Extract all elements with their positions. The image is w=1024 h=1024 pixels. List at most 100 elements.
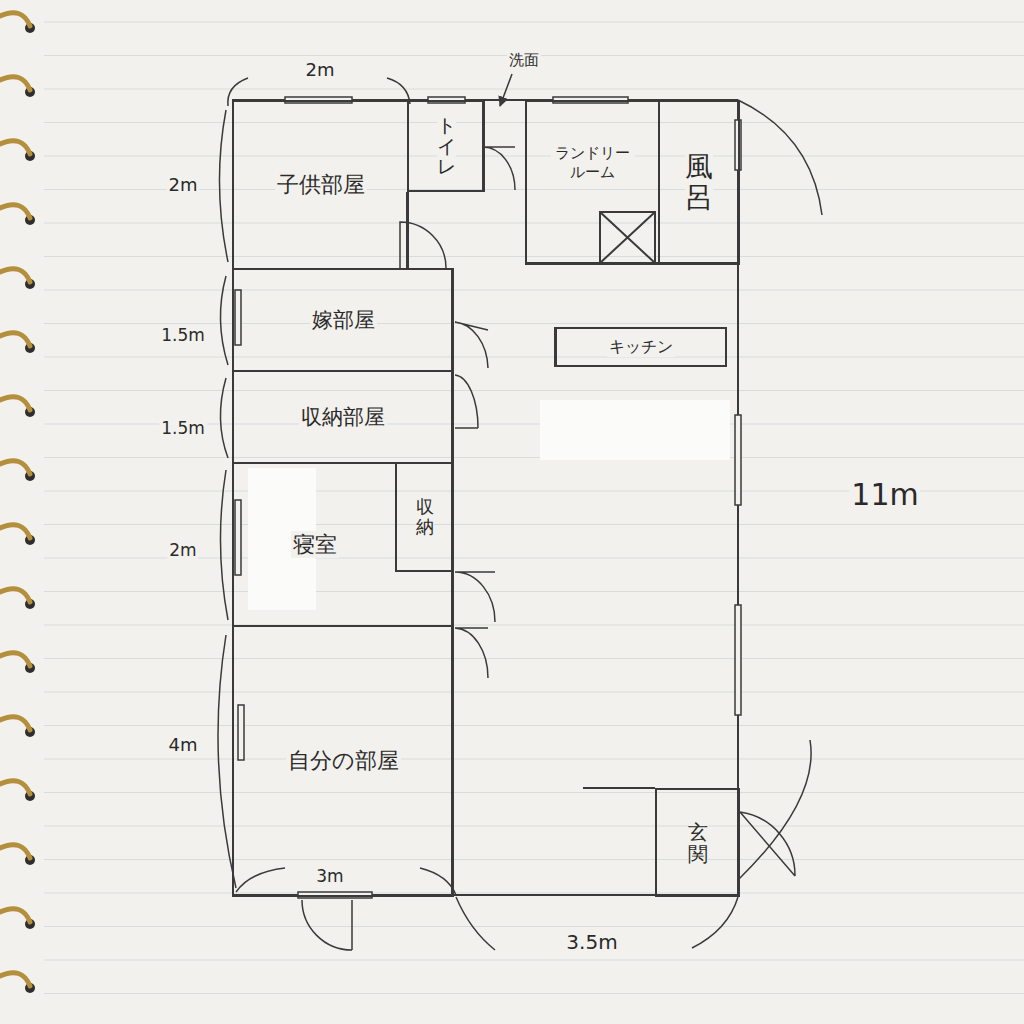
door-swing	[236, 868, 285, 892]
binding-ring	[0, 269, 30, 282]
room-box: キッチン	[555, 327, 727, 367]
binding-ring	[0, 141, 30, 154]
ruled-line	[44, 658, 1024, 659]
room-box: 収納部屋	[232, 370, 454, 464]
room-name: ランドリールーム	[551, 144, 635, 182]
binding-ring	[0, 909, 30, 922]
room-name: 収納部屋	[299, 404, 387, 430]
door-swing	[692, 897, 738, 948]
door-swing	[220, 276, 228, 365]
room-box: ランドリールーム	[525, 100, 660, 265]
ruled-line	[44, 156, 1024, 157]
room-box: 寝室 収納	[232, 462, 454, 627]
window	[735, 120, 741, 170]
door-swing	[483, 147, 515, 190]
ruled-line	[44, 725, 1024, 726]
door-swing	[220, 378, 228, 458]
dimension-label: 4m	[167, 734, 200, 756]
door-swing	[220, 470, 228, 620]
door-swing	[455, 322, 488, 368]
vertical-room-name: 玄関	[688, 819, 708, 867]
room-box: 自分の部屋	[232, 625, 454, 897]
room-name: キッチン	[607, 337, 675, 357]
door-swing	[219, 110, 228, 262]
binding-ring	[0, 589, 30, 602]
room-box: 収納	[395, 462, 454, 572]
ruled-line	[44, 390, 1024, 391]
vertical-room-name: トイレ	[437, 113, 456, 180]
dimension-label: 11m	[849, 477, 920, 513]
room-box: 嫁部屋	[232, 268, 454, 372]
ruled-line	[44, 256, 1024, 257]
vertical-room-name: 収納	[416, 495, 434, 539]
room-name: 嫁部屋	[310, 307, 377, 333]
dimension-label: 3m	[314, 866, 345, 886]
binding-ring	[0, 973, 30, 986]
binding-ring	[0, 653, 30, 666]
binding-ring	[0, 333, 30, 346]
binding-ring	[0, 13, 30, 26]
ruled-line	[44, 993, 1024, 994]
door-swing	[738, 100, 822, 215]
binding-ring	[0, 461, 30, 474]
ruled-line	[44, 223, 1024, 224]
door-swing	[455, 572, 495, 622]
ruled-line	[44, 122, 1024, 123]
dimension-label: 2m	[167, 174, 200, 196]
room-name: 子供部屋	[275, 171, 367, 199]
ruled-line	[44, 692, 1024, 693]
room-name: 自分の部屋	[286, 747, 401, 775]
ruled-line	[44, 859, 1024, 860]
window	[298, 892, 372, 898]
room-name: 寝室	[291, 531, 339, 559]
binding-ring	[0, 781, 30, 794]
vertical-room-name: 風呂	[685, 150, 713, 216]
ruled-line	[44, 926, 1024, 927]
room-box: トイレ	[407, 100, 485, 192]
ruled-line	[44, 457, 1024, 458]
ruled-line	[44, 960, 1024, 961]
spiral-binding	[0, 13, 35, 993]
window	[235, 290, 241, 345]
door-swing	[738, 740, 811, 880]
wall-line	[600, 212, 655, 263]
dimension-label: 2m	[167, 540, 198, 560]
correction-tape	[540, 400, 730, 460]
door-swing	[456, 897, 495, 950]
ruled-line	[44, 357, 1024, 358]
dimension-label: 1.5m	[159, 325, 207, 345]
ruled-line	[44, 759, 1024, 760]
door-swing	[455, 375, 478, 428]
room-callout: 洗面	[507, 51, 541, 69]
wall-line	[583, 787, 655, 789]
door-swing	[420, 868, 456, 895]
ruled-line	[44, 826, 1024, 827]
binding-ring	[0, 845, 30, 858]
door-swing	[455, 628, 488, 678]
binding-ring	[0, 397, 30, 410]
ruled-line	[44, 524, 1024, 525]
window	[238, 705, 244, 760]
room-box: 玄関	[655, 788, 740, 897]
leader-arrow	[500, 74, 512, 106]
binding-ring	[0, 205, 30, 218]
window	[735, 605, 741, 715]
binding-ring	[0, 717, 30, 730]
room-box: 風呂	[658, 100, 740, 265]
ruled-line	[44, 22, 1024, 23]
ruled-line	[44, 591, 1024, 592]
binding-ring	[0, 525, 30, 538]
window	[235, 500, 241, 575]
ruled-line	[44, 89, 1024, 90]
door-swing	[302, 900, 352, 950]
dimension-label: 1.5m	[159, 418, 207, 438]
ruled-line	[44, 792, 1024, 793]
dimension-label: 2m	[304, 59, 337, 81]
room-box: 子供部屋	[232, 100, 409, 270]
ruled-line	[44, 625, 1024, 626]
ruled-line	[44, 893, 1024, 894]
dimension-label: 3.5m	[564, 930, 619, 954]
binding-ring	[0, 77, 30, 90]
ruled-line	[44, 290, 1024, 291]
window	[735, 415, 741, 505]
